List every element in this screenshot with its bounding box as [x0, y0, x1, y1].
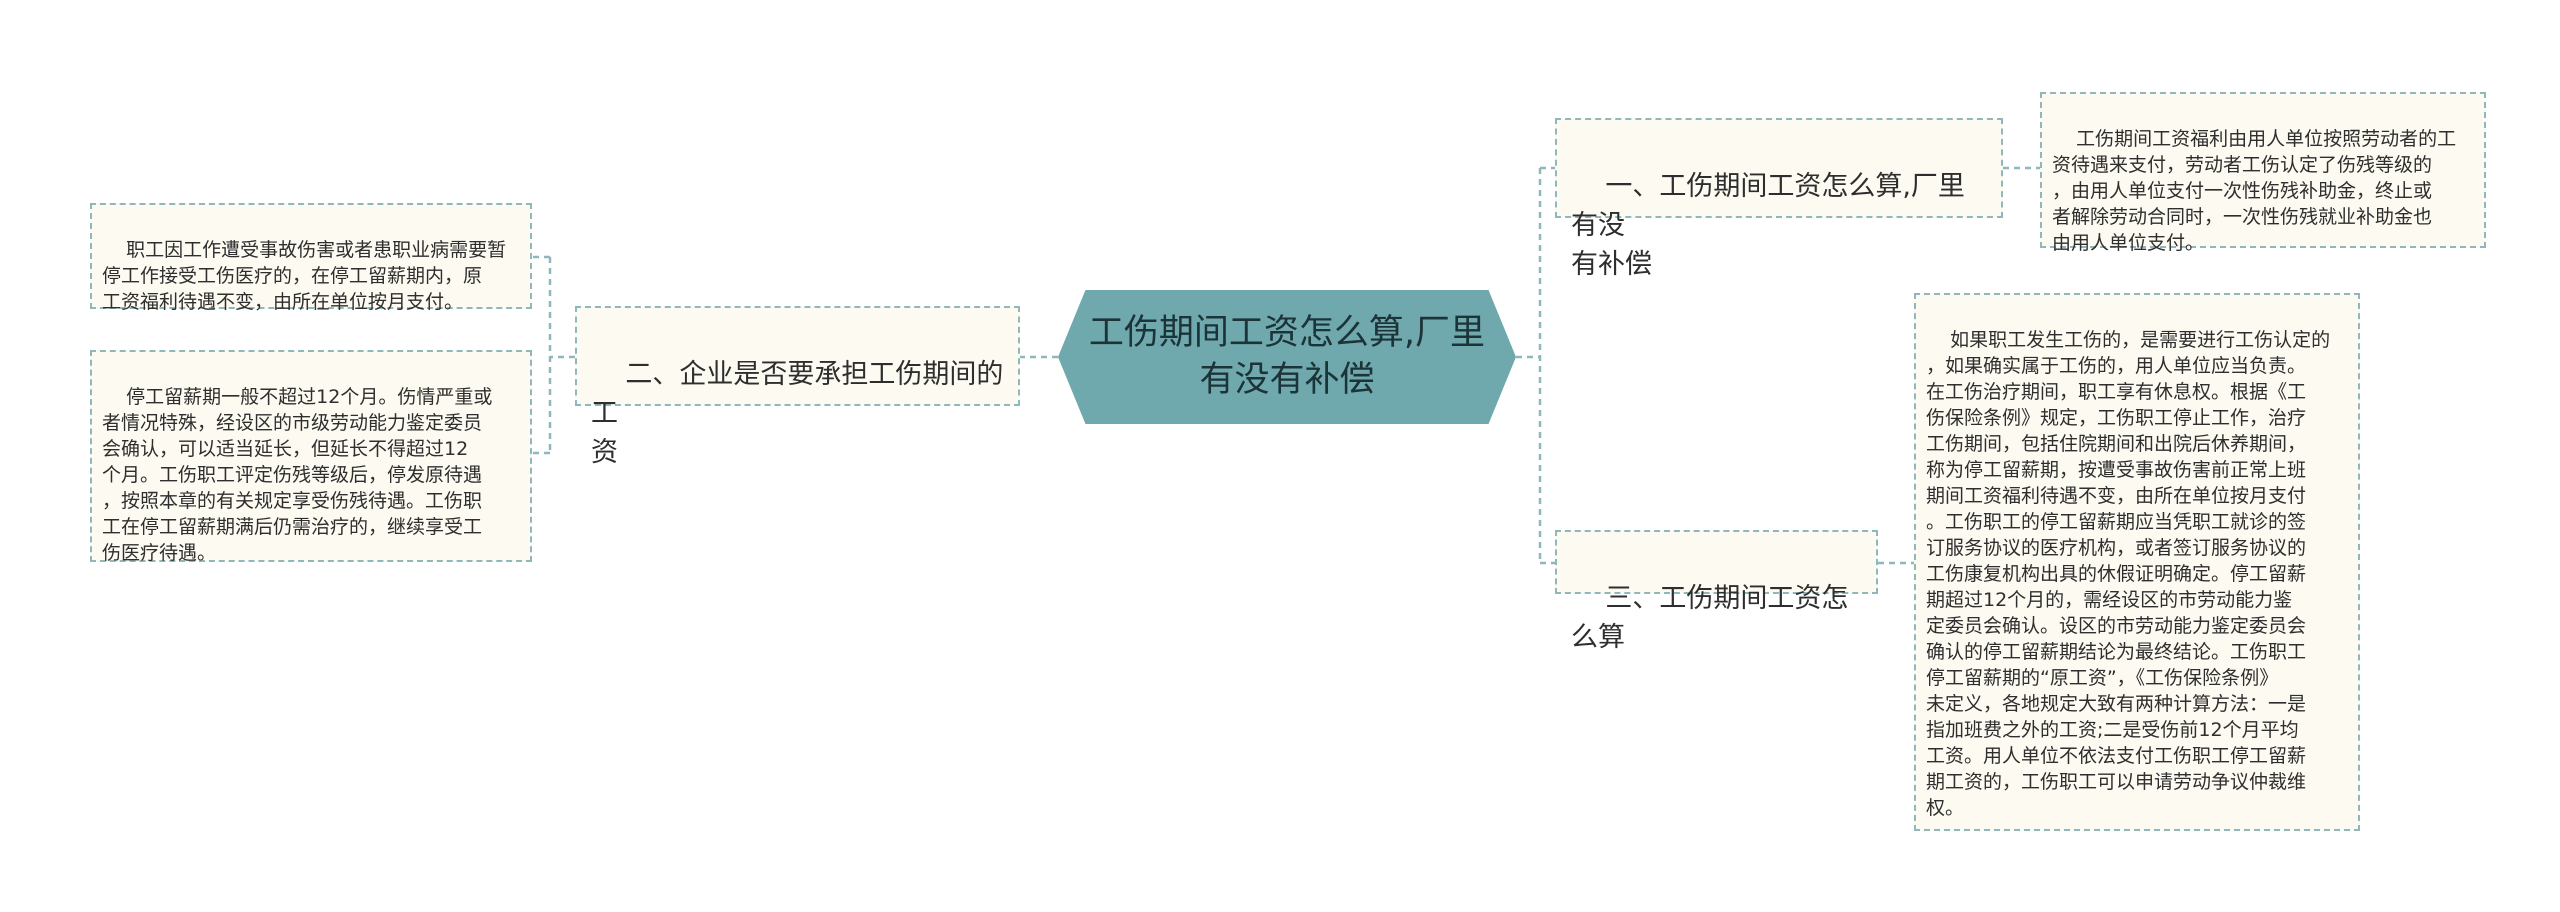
branch-topic-2[interactable]: 二、企业是否要承担工伤期间的工 资	[575, 306, 1020, 468]
branch-topic-2-detail-2[interactable]: 停工留薪期一般不超过12个月。伤情严重或 者情况特殊，经设区的市级劳动能力鉴定委…	[90, 350, 532, 565]
branch-topic-2-label: 二、企业是否要承担工伤期间的工 资	[591, 359, 1004, 469]
branch-topic-1-label: 一、工伤期间工资怎么算,厂里有没 有补偿	[1571, 171, 1965, 281]
branch-topic-3-detail-text: 如果职工发生工伤的，是需要进行工伤认定的 ，如果确实属于工伤的，用人单位应当负责…	[1926, 329, 2331, 820]
branch-topic-3-label: 三、工伤期间工资怎么算	[1571, 583, 1849, 654]
branch-topic-1-detail[interactable]: 工伤期间工资福利由用人单位按照劳动者的工 资待遇来支付，劳动者工伤认定了伤残等级…	[2040, 92, 2486, 254]
root-topic[interactable]: 工伤期间工资怎么算,厂里 有没有补偿	[1058, 290, 1516, 424]
branch-topic-3[interactable]: 三、工伤期间工资怎么算	[1555, 530, 1878, 653]
branch-topic-2-detail-2-text: 停工留薪期一般不超过12个月。伤情严重或 者情况特殊，经设区的市级劳动能力鉴定委…	[102, 386, 493, 565]
connector-left-bus	[548, 257, 575, 453]
branch-topic-1-detail-text: 工伤期间工资福利由用人单位按照劳动者的工 资待遇来支付，劳动者工伤认定了伤残等级…	[2052, 128, 2457, 255]
branch-topic-3-detail[interactable]: 如果职工发生工伤的，是需要进行工伤认定的 ，如果确实属于工伤的，用人单位应当负责…	[1914, 293, 2360, 831]
branch-topic-2-detail-1-text: 职工因工作遭受事故伤害或者患职业病需要暂 停工作接受工伤医疗的，在停工留薪期内，…	[102, 239, 507, 314]
branch-topic-1[interactable]: 一、工伤期间工资怎么算,厂里有没 有补偿	[1555, 118, 2003, 280]
branch-topic-2-detail-1[interactable]: 职工因工作遭受事故伤害或者患职业病需要暂 停工作接受工伤医疗的，在停工留薪期内，…	[90, 203, 532, 313]
root-topic-label: 工伤期间工资怎么算,厂里 有没有补偿	[1088, 312, 1486, 400]
